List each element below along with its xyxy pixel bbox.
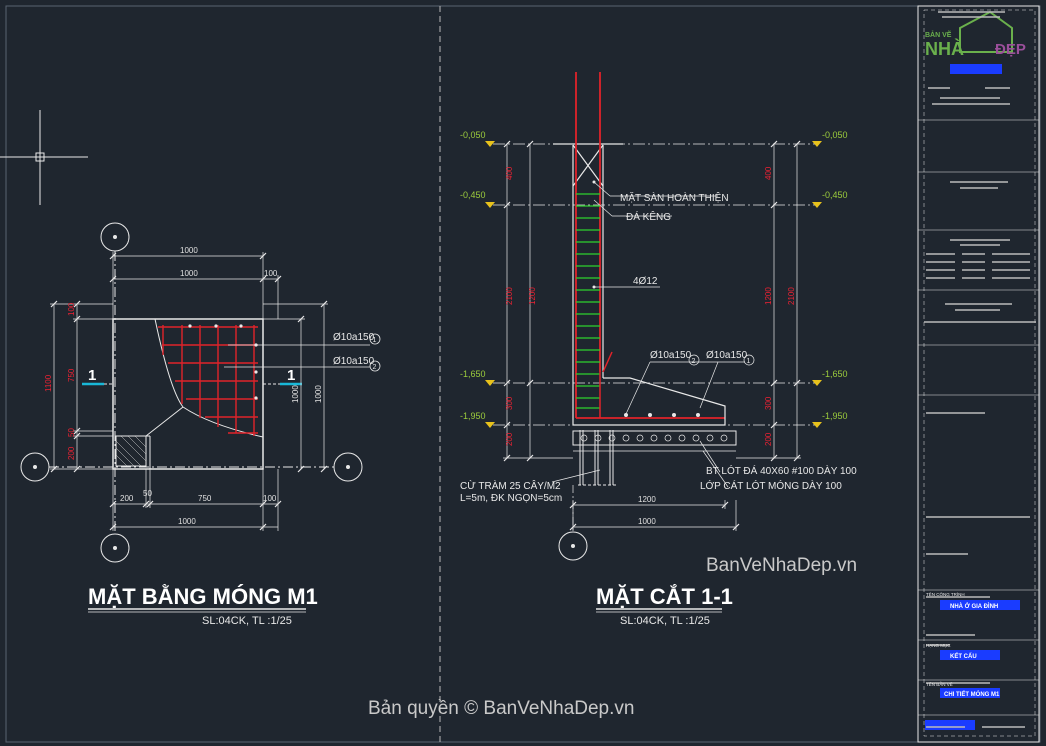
plan-dim-left-100: 100 — [67, 302, 76, 316]
finish-floor-label: MẶT SÀN HOÀN THIỆN — [620, 191, 729, 204]
level-left-1: -0,050 — [460, 130, 486, 140]
sec-dim-400-right: 400 — [764, 166, 773, 180]
site-watermark: BanVeNhaDep.vn — [706, 555, 857, 576]
foundation-section: -0,050 -0,450 -1,650 -1,950 -0,050 -0,45… — [460, 72, 857, 627]
brand-logo: BẢN VẼ NHÀ ĐẸP — [925, 10, 1026, 59]
plan-dim-left-750: 750 — [67, 368, 76, 382]
plan-dim-bot-750: 750 — [198, 494, 212, 503]
plan-dim-top-2: 1000 — [180, 269, 198, 278]
sec-dim-200-left: 200 — [505, 432, 514, 446]
project-value: NHÀ Ở GIA ĐÌNH — [950, 602, 998, 610]
section-rebar-label-1: Ø10a150 — [650, 350, 692, 361]
plan-dim-bot-200: 200 — [120, 494, 134, 503]
section-callout-1: 1 — [747, 358, 751, 365]
pile-spec-label: L=5m, ĐK NGỌN=5cm — [460, 493, 562, 504]
lean-concrete-layer — [572, 430, 737, 446]
section-mark-left: 1 — [88, 367, 96, 384]
foundation-plan: 1 1 Ø10a150 Ø10a150 1 2 — [20, 222, 381, 627]
crosshair-cursor-icon — [0, 110, 88, 205]
stone-label: ĐÁ KÊNG — [626, 210, 671, 223]
plan-dim-bot-100: 100 — [263, 494, 277, 503]
section-rebar-label-2: Ø10a150 — [706, 350, 748, 361]
plan-dim-left-total: 1100 — [44, 374, 53, 392]
plan-callout-1: 1 — [373, 337, 377, 344]
level-right-1: -0,050 — [822, 130, 848, 140]
plan-rebar-label-2: Ø10a150 — [333, 356, 375, 367]
plan-dim-left-200: 200 — [67, 446, 76, 460]
level-left-3: -1,650 — [460, 369, 486, 379]
logo-line1: BẢN VẼ — [925, 30, 952, 39]
sec-dim-1200-left: 1200 — [528, 287, 537, 305]
column-section — [115, 435, 147, 467]
bars-label: 4Ø12 — [633, 276, 658, 287]
footing-outline — [112, 318, 264, 470]
sec-dim-400-left: 400 — [505, 166, 514, 180]
item-value: KẾT CẤU — [950, 653, 977, 660]
item-label: HẠNG MỤC — [926, 643, 951, 648]
plan-dim-left-50: 50 — [67, 428, 76, 437]
plan-dim-bot-50: 50 — [143, 489, 152, 498]
section-mark-right: 1 — [287, 367, 295, 384]
plan-rebar-label-1: Ø10a150 — [333, 332, 375, 343]
logo-line3: ĐẸP — [995, 41, 1026, 58]
project-label: TÊN CÔNG TRÌNH — [926, 590, 965, 597]
level-right-2: -0,450 — [822, 190, 848, 200]
level-right-3: -1,650 — [822, 369, 848, 379]
sec-dim-200-right: 200 — [764, 432, 773, 446]
drawing-label: TÊN BẢN VẼ — [926, 680, 953, 687]
plan-dim-right-1000a: 1000 — [291, 385, 300, 403]
sec-dim-300-right: 300 — [764, 396, 773, 410]
sec-dim-1200-bottom: 1200 — [638, 495, 656, 504]
sand-layer-label: LỚP CÁT LÓT MÓNG DÀY 100 — [700, 479, 842, 492]
plan-title: MẶT BẰNG MÓNG M1 — [88, 584, 318, 609]
lean-concrete-label: BT LÓT ĐÁ 40X60 #100 DÀY 100 — [706, 464, 857, 477]
title-block: BẢN VẼ NHÀ ĐẸP — [917, 5, 1040, 743]
sec-dim-1200-right: 1200 — [764, 287, 773, 305]
copyright-watermark: Bản quyền © BanVeNhaDep.vn — [368, 698, 634, 719]
section-title: MẶT CẮT 1-1 — [596, 584, 733, 609]
drawing-value: CHI TIẾT MÓNG M1 — [944, 690, 1000, 698]
pile-label: CỪ TRÀM 25 CÂY/M2 — [460, 479, 561, 492]
level-left-4: -1,950 — [460, 411, 486, 421]
sec-dim-300-left: 300 — [505, 396, 514, 410]
plan-dim-right-1000b: 1000 — [314, 385, 323, 403]
level-right-4: -1,950 — [822, 411, 848, 421]
section-callout-2: 2 — [692, 358, 696, 365]
section-scale: SL:04CK, TL :1/25 — [620, 615, 710, 627]
sec-dim-1000-bottom: 1000 — [638, 517, 656, 526]
plan-scale: SL:04CK, TL :1/25 — [202, 615, 292, 627]
rebar-mesh — [158, 325, 258, 436]
plan-callout-2: 2 — [373, 364, 377, 371]
sheet-border — [5, 5, 1041, 743]
sec-dim-2100-left: 2100 — [505, 287, 514, 305]
sec-dim-2100-right: 2100 — [787, 287, 796, 305]
level-left-2: -0,450 — [460, 190, 486, 200]
plan-dim-top-small: 100 — [264, 269, 278, 278]
logo-line2: NHÀ — [925, 38, 964, 59]
plan-dim-top-1: 1000 — [180, 246, 198, 255]
plan-dim-bot-total: 1000 — [178, 517, 196, 526]
